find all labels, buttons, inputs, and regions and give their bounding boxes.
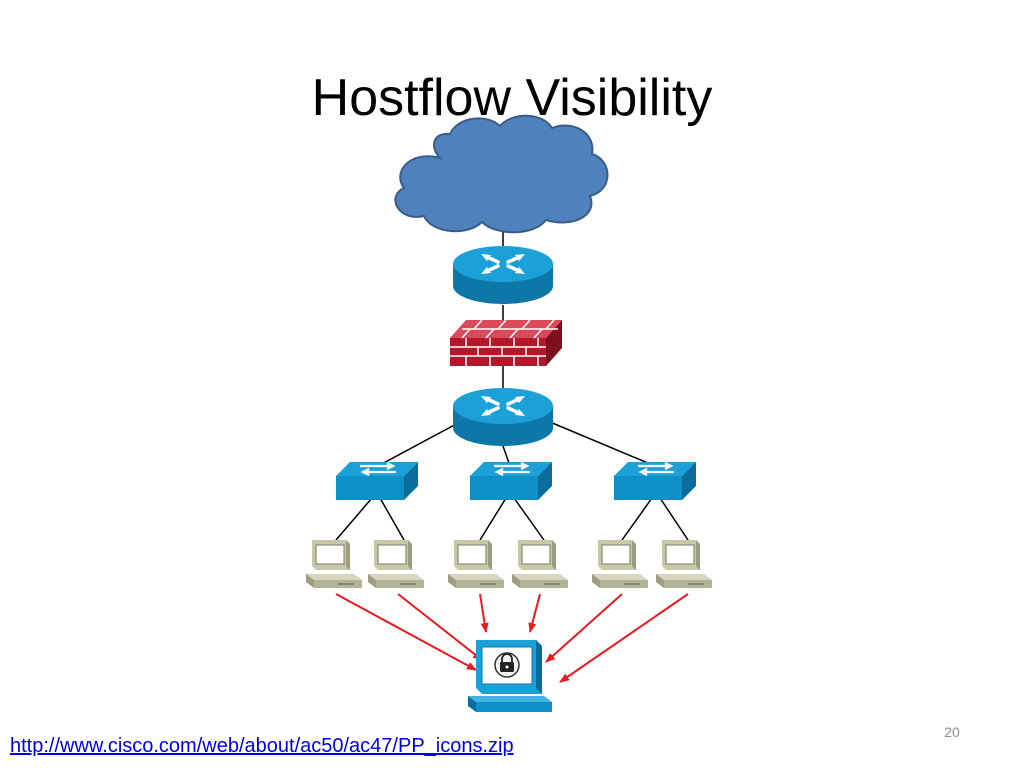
host-4-workstation-icon [511, 540, 569, 589]
router-core-icon [453, 388, 553, 448]
source-link[interactable]: http://www.cisco.com/web/about/ac50/ac47… [10, 735, 514, 757]
lock-icon [494, 652, 520, 678]
link-switch-1-host-2 [379, 497, 405, 541]
host-1-workstation-icon [305, 540, 363, 589]
firewall-icon [450, 319, 562, 366]
internet-cloud-icon [394, 114, 609, 234]
monitoring-workstation-icon [468, 640, 552, 712]
flow-arrow-host-3 [479, 593, 489, 633]
link-switch-3-host-6 [659, 497, 689, 541]
host-2-workstation-icon [367, 540, 425, 589]
slide-number: 20 [944, 724, 960, 740]
flow-arrow-host-2 [397, 593, 483, 661]
link-switch-1-host-1 [335, 497, 373, 541]
network-links [335, 220, 689, 541]
switch-1-icon [336, 462, 418, 500]
flow-arrow-host-4 [528, 593, 541, 633]
link-router-core-switch-3 [549, 421, 656, 467]
router-edge-icon [453, 246, 553, 306]
host-6-workstation-icon [655, 540, 713, 589]
link-switch-2-host-4 [513, 497, 545, 541]
link-switch-2-host-3 [479, 497, 507, 541]
link-router-core-switch-1 [377, 421, 461, 467]
flow-arrow-host-6 [559, 593, 689, 683]
hostflow-arrows [335, 593, 689, 683]
host-3-workstation-icon [447, 540, 505, 589]
host-5-workstation-icon [591, 540, 649, 589]
switch-3-icon [614, 462, 696, 500]
flow-arrow-host-1 [335, 593, 477, 671]
link-switch-3-host-5 [621, 497, 653, 541]
flow-arrow-host-5 [545, 593, 623, 663]
switch-2-icon [470, 462, 552, 500]
